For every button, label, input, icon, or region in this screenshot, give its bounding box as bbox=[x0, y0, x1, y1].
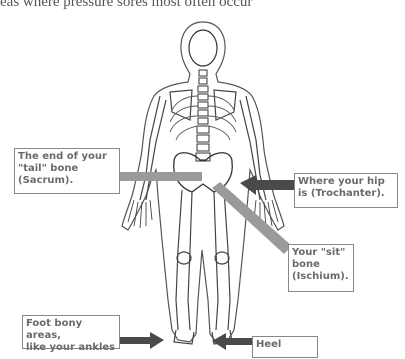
heel-arrow bbox=[212, 333, 252, 350]
sacrum-label: The end of your "tail" bone (Sacrum). bbox=[14, 148, 120, 194]
ankle-arrow bbox=[120, 332, 164, 349]
ischium-label: Your "sit" bone (Ischium). bbox=[288, 244, 354, 292]
sacrum-pointer bbox=[120, 172, 202, 181]
heel-label: Heel bbox=[252, 336, 318, 358]
ankles-label: Foot bony areas, like your ankles bbox=[22, 315, 120, 349]
ischium-pointer bbox=[212, 182, 292, 254]
spine bbox=[196, 70, 210, 161]
skull bbox=[189, 30, 217, 66]
hip-label: Where your hip is (Trochanter). bbox=[294, 173, 398, 208]
